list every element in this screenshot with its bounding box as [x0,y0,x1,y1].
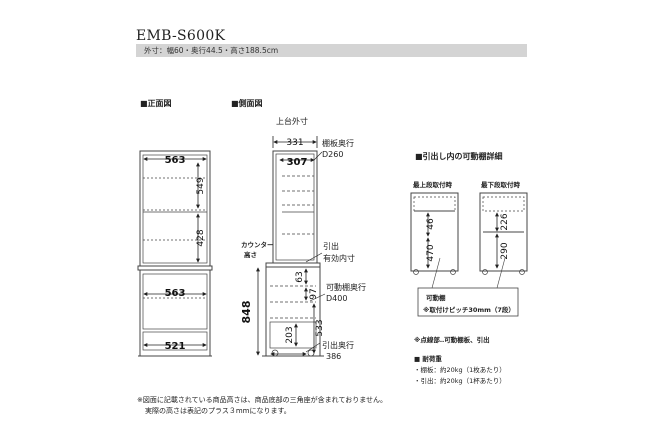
detail-caster [519,269,525,275]
side-caster [271,349,279,357]
detail-bottom-shelf [482,196,525,212]
footnote-line-2: 実際の高さは表記のプラス３mmになります。 [145,407,291,415]
side-top-outer-text: 331 [286,138,303,148]
side-lower-height-text: 533 [315,319,325,336]
drawer-inner-label-2: 有効内寸 [323,254,355,263]
drawer-detail-title: ■引出し内の可動棚詳細 [415,152,503,161]
counter-height-label-1: カウンター [241,241,274,249]
front-dimensions [143,157,207,347]
movable-shelf-depth-value: D400 [326,294,348,303]
side-leader [313,151,323,161]
detail-bottom-b-text: 290 [500,242,510,259]
front-width-base-text: 521 [165,341,186,352]
detail-shelf-callout-note: ※取付けピッチ30mm（7段） [423,306,515,314]
legend-load-drawer: ・引出：約20kg（1杯あたり） [414,377,506,385]
counter-height-label-2: 高さ [244,251,257,259]
detail-top-mount-label: 最上段取付時 [413,181,452,189]
model-title: EMB-S600K [136,28,226,44]
side-top-outer-label: 上台外寸 [276,117,308,126]
detail-leader [496,257,506,289]
side-leader [305,252,323,263]
detail-top-drawer [410,192,459,272]
footnote-line-1: ※図面に記載されている商品高さは、商品底部の三角座が含まれておりません。 [137,396,388,404]
drawer-depth-label: 引出奥行 [322,341,354,350]
detail-bottom-a-text: 226 [500,213,510,230]
front-view-title: ■正面図 [140,99,172,108]
side-shelf-depth-value: D260 [322,150,344,159]
side-base-drawer [269,321,317,349]
side-dimensions [256,136,326,356]
detail-bottom-mount-label: 最下段取付時 [481,181,520,189]
detail-top-a-text: 46 [426,218,436,230]
detail-top-shelf [413,196,456,212]
front-width-lower-text: 563 [165,288,186,299]
detail-dimensions [426,212,499,269]
front-lower-drawer [142,273,208,330]
detail-leader [431,257,441,289]
legend-load-title: ■ 耐荷重 [414,355,442,363]
side-caster [307,349,315,357]
front-upper-cabinet [139,150,211,267]
side-view-title: ■側面図 [231,99,263,108]
side-inner1-text: 63 [295,271,305,282]
movable-shelf-depth-label: 可動棚奥行 [326,283,366,292]
side-lower-inner-text: 203 [285,326,295,343]
legend-dotted-note: ※点線部‥可動棚板、引出 [414,336,490,344]
detail-shelf-callout-title: 可動棚 [426,294,446,302]
drawer-inner-label-1: 引出 [323,242,339,251]
side-shelf-depth-label: 棚板奥行 [322,139,354,148]
front-base-drawer [142,331,208,351]
detail-drawings [410,192,528,317]
detail-top-b-text: 470 [426,244,436,261]
legend-load-shelf: ・棚板：約20kg（1枚あたり） [414,366,506,374]
side-shelf-depth-text: 307 [287,157,308,168]
front-width-upper-text: 563 [165,155,186,166]
side-upper-inner [275,153,315,261]
front-view-drawing [137,150,213,357]
front-counter-top [137,265,213,271]
detail-caster [482,269,488,275]
front-height-upper1-text: 549 [196,177,206,194]
detail-shelf-callout-box [417,287,519,317]
side-counter-height-text: 848 [240,301,253,324]
front-upper-inner [142,154,208,264]
detail-caster [450,269,456,275]
front-height-upper2-text: 428 [196,229,206,246]
side-leader [309,293,326,302]
side-counter-top [265,262,321,268]
side-inner2-text: 97 [309,288,319,299]
detail-bottom-drawer [479,192,528,272]
side-leader [305,342,321,353]
spec-text: 外寸：幅60・奥行44.5・高さ188.5cm [144,46,279,55]
detail-caster [413,269,419,275]
spec-bar [136,44,527,57]
drawer-depth-value: 386 [326,352,342,361]
